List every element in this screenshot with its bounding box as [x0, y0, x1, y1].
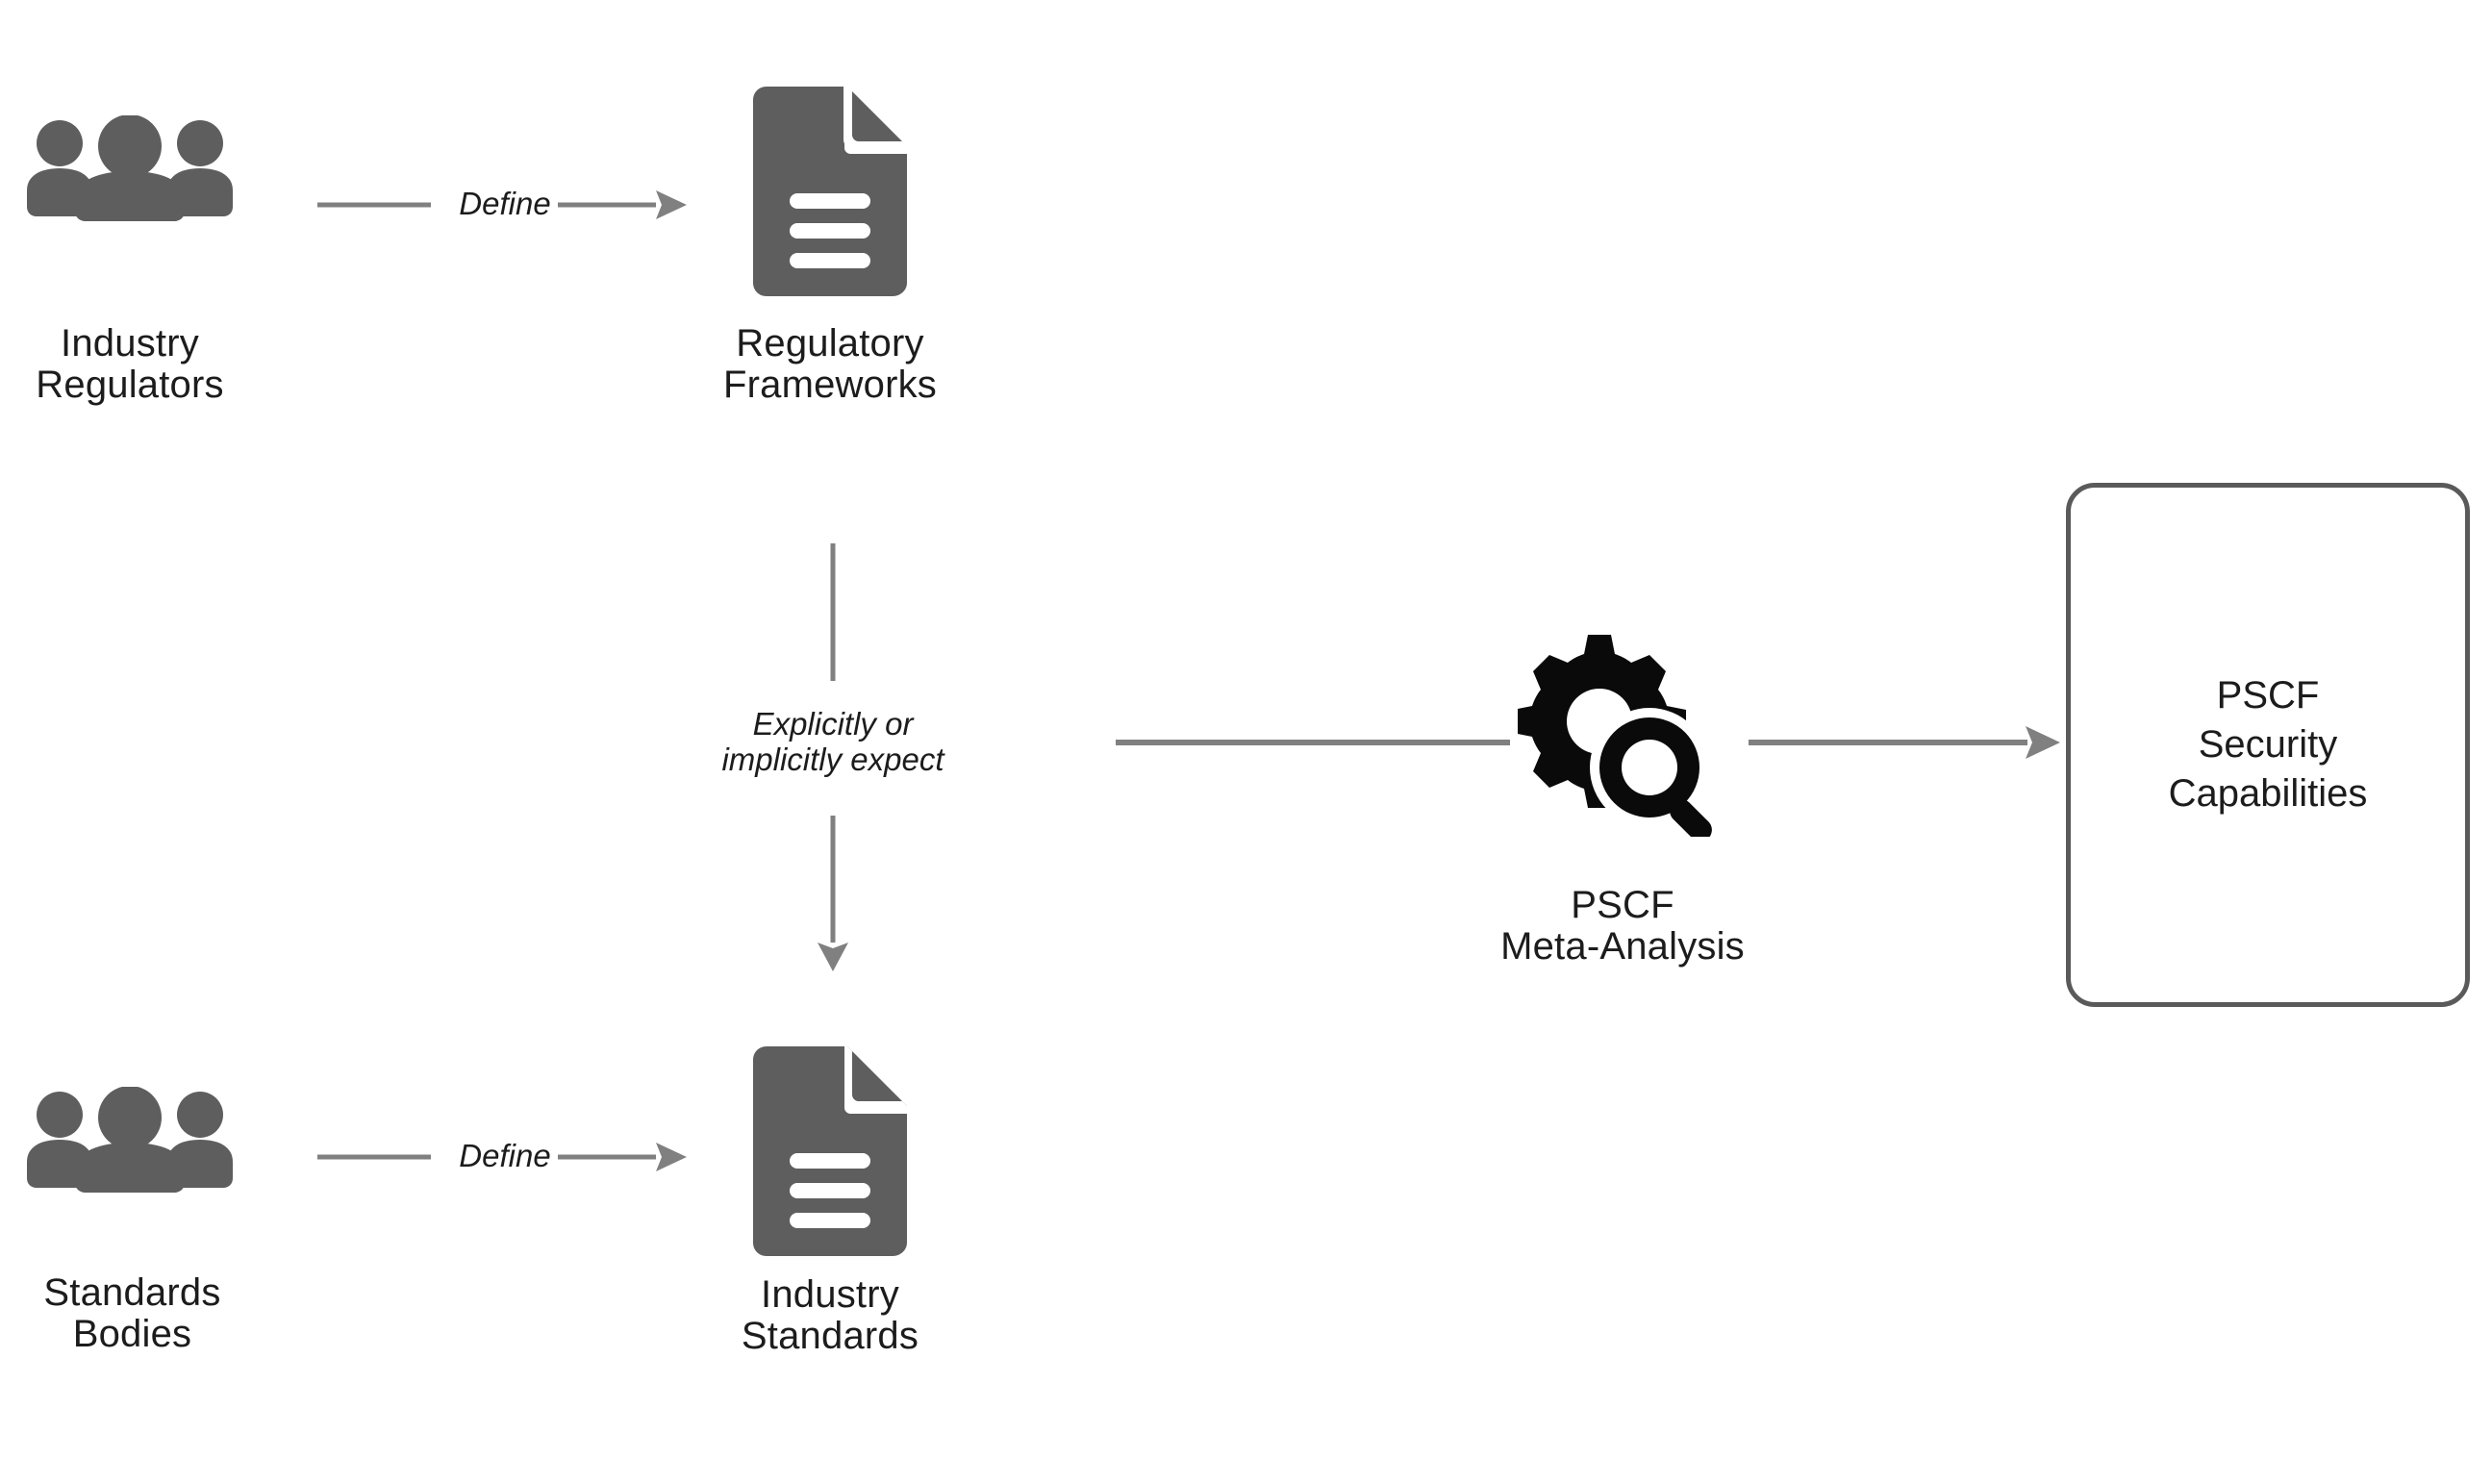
- node-regulatory-frameworks: [753, 87, 907, 296]
- people-group-icon: [19, 114, 240, 221]
- edge-regulators-to-frameworks-label: Define: [459, 186, 551, 221]
- document-icon: [753, 87, 907, 296]
- edge-inputs-to-meta-analysis: [1116, 723, 1510, 762]
- edge-bodies-to-standards: [317, 1130, 692, 1197]
- node-pscf-meta-analysis: [1513, 630, 1724, 842]
- gear-magnifier-icon: [1513, 630, 1724, 842]
- node-pscf-meta-analysis-label: PSCF Meta-Analysis: [1500, 884, 1745, 968]
- node-pscf-security-capabilities[interactable]: PSCF Security Capabilities: [2066, 483, 2470, 1007]
- edge-frameworks-to-standards: [804, 539, 862, 971]
- edge-bodies-to-standards-label: Define: [459, 1138, 551, 1173]
- node-pscf-security-capabilities-label: PSCF Security Capabilities: [2168, 673, 2368, 816]
- node-standards-bodies: [19, 1086, 240, 1193]
- node-industry-standards-label: Industry Standards: [741, 1273, 919, 1358]
- node-regulatory-frameworks-label: Regulatory Frameworks: [722, 322, 938, 407]
- edge-meta-analysis-to-capabilities: [1749, 723, 2066, 762]
- node-standards-bodies-label: Standards Bodies: [43, 1271, 221, 1356]
- edge-regulators-to-frameworks: [317, 178, 692, 245]
- node-industry-regulators: [19, 114, 240, 221]
- edge-frameworks-to-standards-label: Explicitly or implicitly expect: [721, 706, 944, 777]
- document-icon: [753, 1046, 907, 1256]
- node-industry-regulators-label: Industry Regulators: [36, 322, 224, 407]
- people-group-icon: [19, 1086, 240, 1193]
- node-industry-standards: [753, 1046, 907, 1256]
